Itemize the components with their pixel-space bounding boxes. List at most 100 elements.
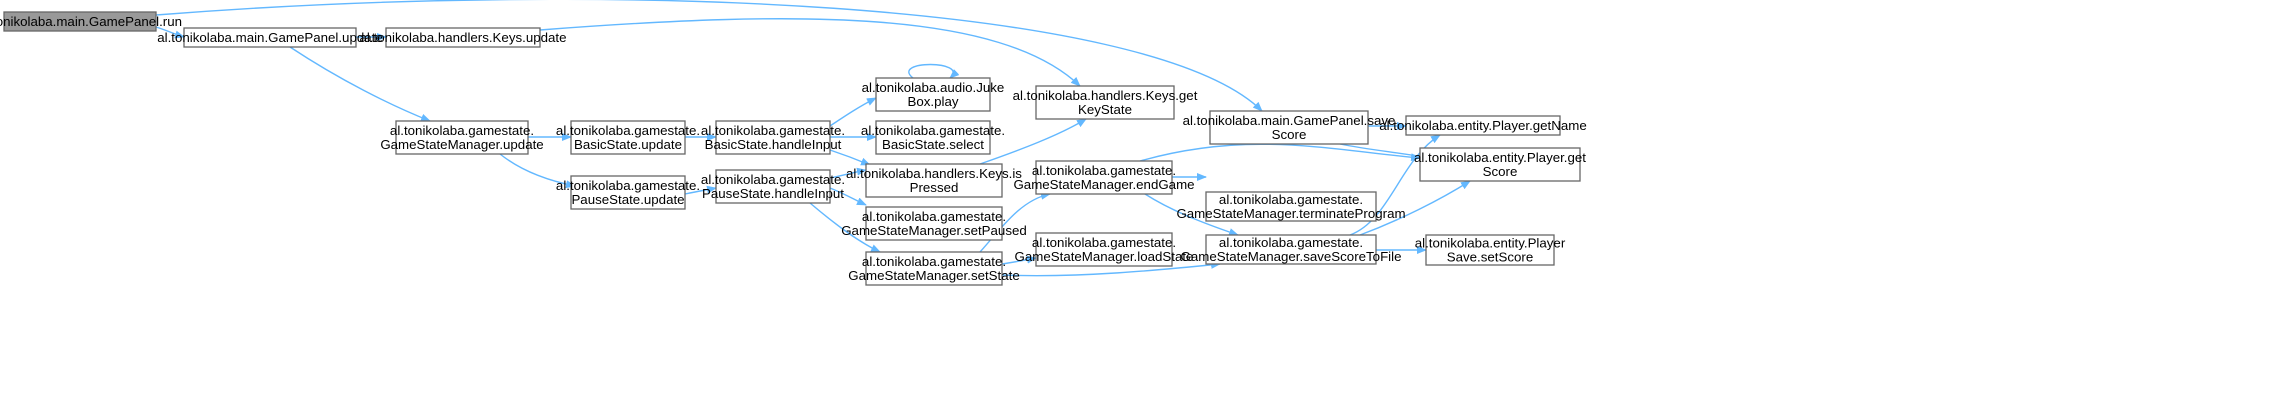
node-basic-handle[interactable]: al.tonikolaba.gamestate.BasicState.handl… xyxy=(701,120,845,155)
edge-save-to-file-to-get-name xyxy=(1349,134,1441,236)
node-box xyxy=(1035,85,1175,120)
node-label-line: Box.play xyxy=(908,94,959,109)
node-set-state[interactable]: al.tonikolaba.gamestate.GameStateManager… xyxy=(848,251,1020,286)
edge-keys-ispressed-to-keys-getkeystate xyxy=(979,118,1087,165)
node-label-line: al.tonikolaba.gamestate. xyxy=(556,123,700,138)
node-label-line: al.tonikolaba.main.GamePanel.save xyxy=(1183,113,1396,128)
edge-end-game-to-get-score xyxy=(1139,143,1421,162)
node-label-line: al.tonikolaba.main.GamePanel.update xyxy=(157,30,382,45)
node-box xyxy=(1405,115,1561,136)
node-label-line: al.tonikolaba.gamestate. xyxy=(862,209,1006,224)
node-save-score[interactable]: al.tonikolaba.main.GamePanel.saveScore xyxy=(1183,110,1396,145)
node-label-line: BasicState.handleInput xyxy=(705,137,842,152)
edge-run-to-save-score xyxy=(155,0,1263,112)
node-box xyxy=(1205,234,1377,265)
node-save-to-file[interactable]: al.tonikolaba.gamestate.GameStateManager… xyxy=(1181,234,1402,265)
edge-set-state-to-save-to-file xyxy=(1001,260,1221,277)
edge-run-to-gp-update xyxy=(155,26,185,39)
node-label-line: al.tonikolaba.gamestate. xyxy=(701,172,845,187)
node-label-line: Save.setScore xyxy=(1447,250,1533,265)
node-run[interactable]: al.tonikolaba.main.GamePanel.run xyxy=(0,11,182,32)
edge-set-state-to-load-state xyxy=(1001,255,1037,265)
node-box xyxy=(1035,160,1173,195)
node-label-line: Score xyxy=(1272,127,1307,142)
node-pause-update[interactable]: al.tonikolaba.gamestate.PauseState.updat… xyxy=(556,175,700,210)
node-box xyxy=(865,251,1003,286)
edge-basic-handle-to-juke xyxy=(829,97,877,127)
edge-pause-handle-to-set-paused xyxy=(829,187,867,206)
node-label-line: GameStateManager.loadState xyxy=(1015,249,1194,264)
node-keys-update[interactable]: al.tonikolaba.handlers.Keys.update xyxy=(360,27,567,48)
edge-gsm-update-to-pause-update xyxy=(499,153,576,189)
node-box xyxy=(865,163,1003,198)
edge-layer xyxy=(155,0,1471,277)
edge-gp-update-to-gsm-update xyxy=(289,46,431,122)
node-box xyxy=(1425,234,1555,266)
node-label-line: al.tonikolaba.gamestate. xyxy=(1219,235,1363,250)
node-label-line: al.tonikolaba.audio.Juke xyxy=(862,80,1005,95)
node-box xyxy=(395,120,529,155)
node-label-line: BasicState.select xyxy=(882,137,984,152)
node-set-paused[interactable]: al.tonikolaba.gamestate.GameStateManager… xyxy=(841,206,1027,241)
node-label-line: al.tonikolaba.gamestate. xyxy=(1219,192,1363,207)
node-label-line: GameStateManager.setPaused xyxy=(841,223,1027,238)
node-label-line: al.tonikolaba.gamestate. xyxy=(1032,235,1176,250)
node-label-line: al.tonikolaba.gamestate. xyxy=(862,254,1006,269)
node-label-line: al.tonikolaba.gamestate. xyxy=(701,123,845,138)
node-label-line: PauseState.handleInput xyxy=(702,186,844,201)
node-box xyxy=(570,175,686,210)
node-box xyxy=(183,27,357,48)
node-label-line: PauseState.update xyxy=(571,192,684,207)
node-layer: al.tonikolaba.main.GamePanel.runal.tonik… xyxy=(0,11,1587,286)
edge-save-to-file-to-get-score xyxy=(1359,180,1471,236)
node-box xyxy=(865,206,1003,241)
node-label-line: al.tonikolaba.gamestate. xyxy=(861,123,1005,138)
edge-end-game-to-save-to-file xyxy=(1144,193,1239,236)
edge-basic-handle-to-keys-ispressed xyxy=(829,149,871,166)
node-box xyxy=(1419,147,1581,182)
node-box xyxy=(1035,232,1173,267)
node-label-line: al.tonikolaba.entity.Player.getName xyxy=(1379,118,1586,133)
edge-pause-handle-to-keys-ispressed xyxy=(829,167,867,179)
node-box xyxy=(1205,191,1377,222)
edge-pause-update-to-pause-handle xyxy=(684,185,717,195)
node-pause-handle[interactable]: al.tonikolaba.gamestate.PauseState.handl… xyxy=(701,169,845,204)
node-label-line: al.tonikolaba.handlers.Keys.get xyxy=(1013,88,1198,103)
node-load-state[interactable]: al.tonikolaba.gamestate.GameStateManager… xyxy=(1015,232,1194,267)
edge-set-state-to-end-game xyxy=(979,191,1051,253)
node-get-name[interactable]: al.tonikolaba.entity.Player.getName xyxy=(1379,115,1587,136)
node-box xyxy=(385,27,541,48)
node-box xyxy=(875,120,991,155)
node-label-line: GameStateManager.saveScoreToFile xyxy=(1181,249,1402,264)
edge-keys-update-to-keys-getkeystate xyxy=(539,18,1081,87)
node-label-line: al.tonikolaba.handlers.Keys.update xyxy=(360,30,567,45)
node-terminate[interactable]: al.tonikolaba.gamestate.GameStateManager… xyxy=(1176,191,1406,222)
node-box xyxy=(570,120,686,155)
node-box xyxy=(715,120,831,155)
node-basic-update[interactable]: al.tonikolaba.gamestate.BasicState.updat… xyxy=(556,120,700,155)
node-label-line: al.tonikolaba.gamestate. xyxy=(556,178,700,193)
node-label-line: al.tonikolaba.gamestate. xyxy=(390,123,534,138)
node-box xyxy=(875,77,991,112)
node-gsm-update[interactable]: al.tonikolaba.gamestate.GameStateManager… xyxy=(380,120,544,155)
node-gp-update[interactable]: al.tonikolaba.main.GamePanel.update xyxy=(157,27,383,48)
edge-juke-to-juke xyxy=(908,63,960,79)
node-box xyxy=(3,11,157,32)
node-label-line: al.tonikolaba.handlers.Keys.is xyxy=(846,166,1022,181)
node-label-line: Pressed xyxy=(910,180,959,195)
node-label-line: GameStateManager.terminateProgram xyxy=(1176,206,1405,221)
node-label-line: Score xyxy=(1483,164,1518,179)
node-end-game[interactable]: al.tonikolaba.gamestate.GameStateManager… xyxy=(1013,160,1195,195)
node-label-line: BasicState.update xyxy=(574,137,682,152)
node-label-line: al.tonikolaba.gamestate. xyxy=(1032,163,1176,178)
node-label-line: al.tonikolaba.entity.Player.get xyxy=(1414,150,1586,165)
edge-pause-handle-to-set-state xyxy=(809,202,881,253)
node-box xyxy=(715,169,831,204)
node-basic-select[interactable]: al.tonikolaba.gamestate.BasicState.selec… xyxy=(861,120,1005,155)
